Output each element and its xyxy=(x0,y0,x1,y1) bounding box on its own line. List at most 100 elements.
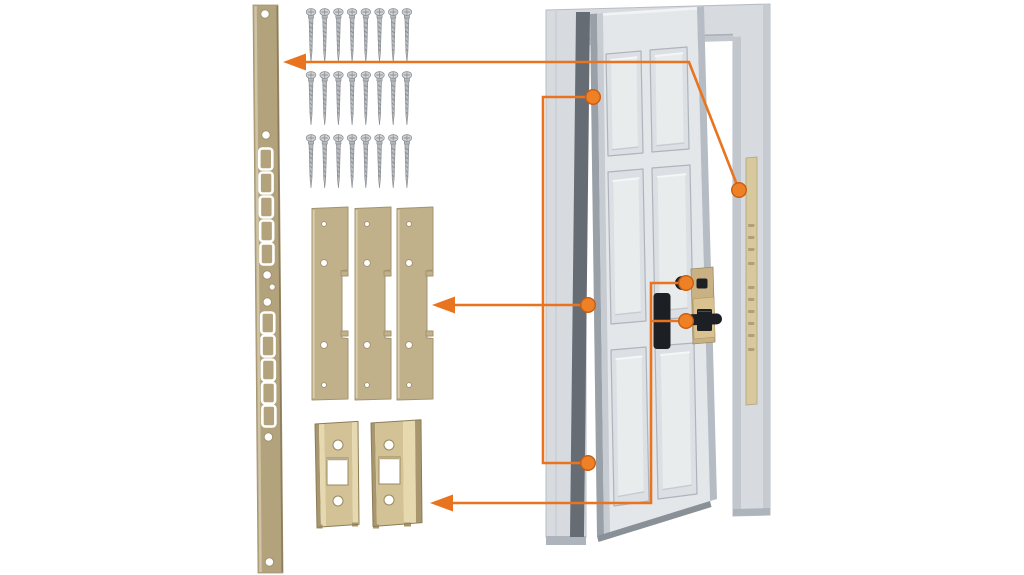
strip-slot xyxy=(260,381,277,405)
panel-bevel-highlight xyxy=(615,355,643,361)
strike-plate xyxy=(314,420,360,529)
lock-callout-arrowhead xyxy=(430,494,453,512)
screw xyxy=(319,134,330,189)
strip-hole xyxy=(260,9,270,19)
strike-screw-hole xyxy=(332,439,344,451)
screw xyxy=(374,71,385,126)
door-panel-center xyxy=(611,57,638,150)
hinge-bracket-line xyxy=(541,95,593,465)
strip-hole xyxy=(261,130,271,140)
door-panel-center xyxy=(655,53,684,146)
panel-bevel-shadow xyxy=(614,311,642,316)
strip-callout-arrowhead xyxy=(283,53,306,71)
screw xyxy=(346,8,358,63)
strip-hole xyxy=(263,432,273,442)
callout-dot xyxy=(580,455,597,472)
installed-strip-slot-mark xyxy=(748,334,755,337)
door-handle-lever xyxy=(685,313,722,326)
door-panel-center xyxy=(660,352,692,490)
callout-dot xyxy=(678,275,695,292)
callout-dot xyxy=(731,181,748,198)
panel-bevel-highlight xyxy=(610,56,638,61)
strip-slot xyxy=(258,219,275,243)
screw xyxy=(360,8,372,63)
callout-connectors xyxy=(283,53,748,512)
door-edge xyxy=(697,6,717,502)
screw xyxy=(305,8,317,63)
installed-strip-slot-mark xyxy=(748,298,755,301)
strip-slot xyxy=(260,358,277,382)
panel-bevel-highlight xyxy=(659,351,690,356)
strip-hole xyxy=(264,557,274,567)
panel-bevel-shadow xyxy=(662,484,692,491)
door-frame xyxy=(546,4,770,537)
panel-bevel-shadow xyxy=(656,142,685,147)
strip-hole xyxy=(268,283,276,291)
installed-jamb-strip xyxy=(745,156,758,406)
screw xyxy=(333,8,344,63)
hinge-shields-part xyxy=(311,206,434,401)
panel-bevel-highlight xyxy=(654,52,684,57)
installed-strip-slot-mark xyxy=(748,248,755,251)
strike-screw-hole xyxy=(332,495,344,507)
screw xyxy=(346,134,358,189)
strip-callout-line xyxy=(306,60,741,191)
screw xyxy=(401,134,413,189)
panel-bevel-highlight xyxy=(612,177,640,182)
strip-hole xyxy=(262,270,272,280)
strip-slot xyxy=(259,242,275,266)
screw xyxy=(374,134,385,189)
screw xyxy=(387,134,399,189)
strike-screw-hole xyxy=(383,439,395,451)
screw xyxy=(305,134,317,189)
panel-bevel-highlight xyxy=(656,173,687,178)
screw xyxy=(374,8,385,63)
screw xyxy=(305,71,317,126)
strike-latch-opening xyxy=(326,457,349,486)
strike-latch-opening xyxy=(378,456,401,485)
screw xyxy=(387,71,399,126)
door-panel-center xyxy=(616,356,644,497)
strip-slot xyxy=(257,147,274,171)
strip-slot xyxy=(258,195,275,219)
installed-strip-slot-mark xyxy=(748,224,755,227)
callout-dot xyxy=(585,88,602,105)
screws-part xyxy=(305,8,413,189)
strike-shields-part xyxy=(314,419,423,529)
screw xyxy=(401,71,413,126)
installed-strip-slot-mark xyxy=(748,286,755,289)
installed-strip-slot-mark xyxy=(748,262,755,265)
screw xyxy=(333,71,344,126)
lock-callout-line xyxy=(453,281,686,505)
screw xyxy=(319,71,330,126)
hinge-plate xyxy=(311,206,349,401)
screw xyxy=(319,8,330,63)
callout-dot xyxy=(678,313,695,330)
screw xyxy=(387,8,399,63)
strip-hole xyxy=(262,297,272,307)
screw xyxy=(346,71,358,126)
screw xyxy=(360,134,372,189)
deadbolt-slot xyxy=(696,278,708,289)
hinge-plate xyxy=(354,206,392,401)
callout-dot xyxy=(580,297,597,314)
panel-bevel-shadow xyxy=(617,491,645,498)
strip-slot xyxy=(260,334,276,358)
installed-strip-slot-mark xyxy=(748,322,755,325)
door-panel-center xyxy=(613,178,641,315)
screw xyxy=(401,8,413,63)
strike-screw-hole xyxy=(383,494,395,506)
strip-slot xyxy=(261,404,277,428)
strike-plate xyxy=(370,419,423,529)
installed-strip-slot-mark xyxy=(748,236,755,239)
strip-slot xyxy=(259,311,276,335)
hinge-plate xyxy=(396,206,434,401)
hinge-callout-arrowhead xyxy=(432,296,455,314)
screw xyxy=(333,134,344,189)
jamb-strip-part xyxy=(252,4,284,574)
screw xyxy=(360,71,372,126)
installed-strip-slot-mark xyxy=(748,310,755,313)
strip-slot xyxy=(258,171,274,195)
